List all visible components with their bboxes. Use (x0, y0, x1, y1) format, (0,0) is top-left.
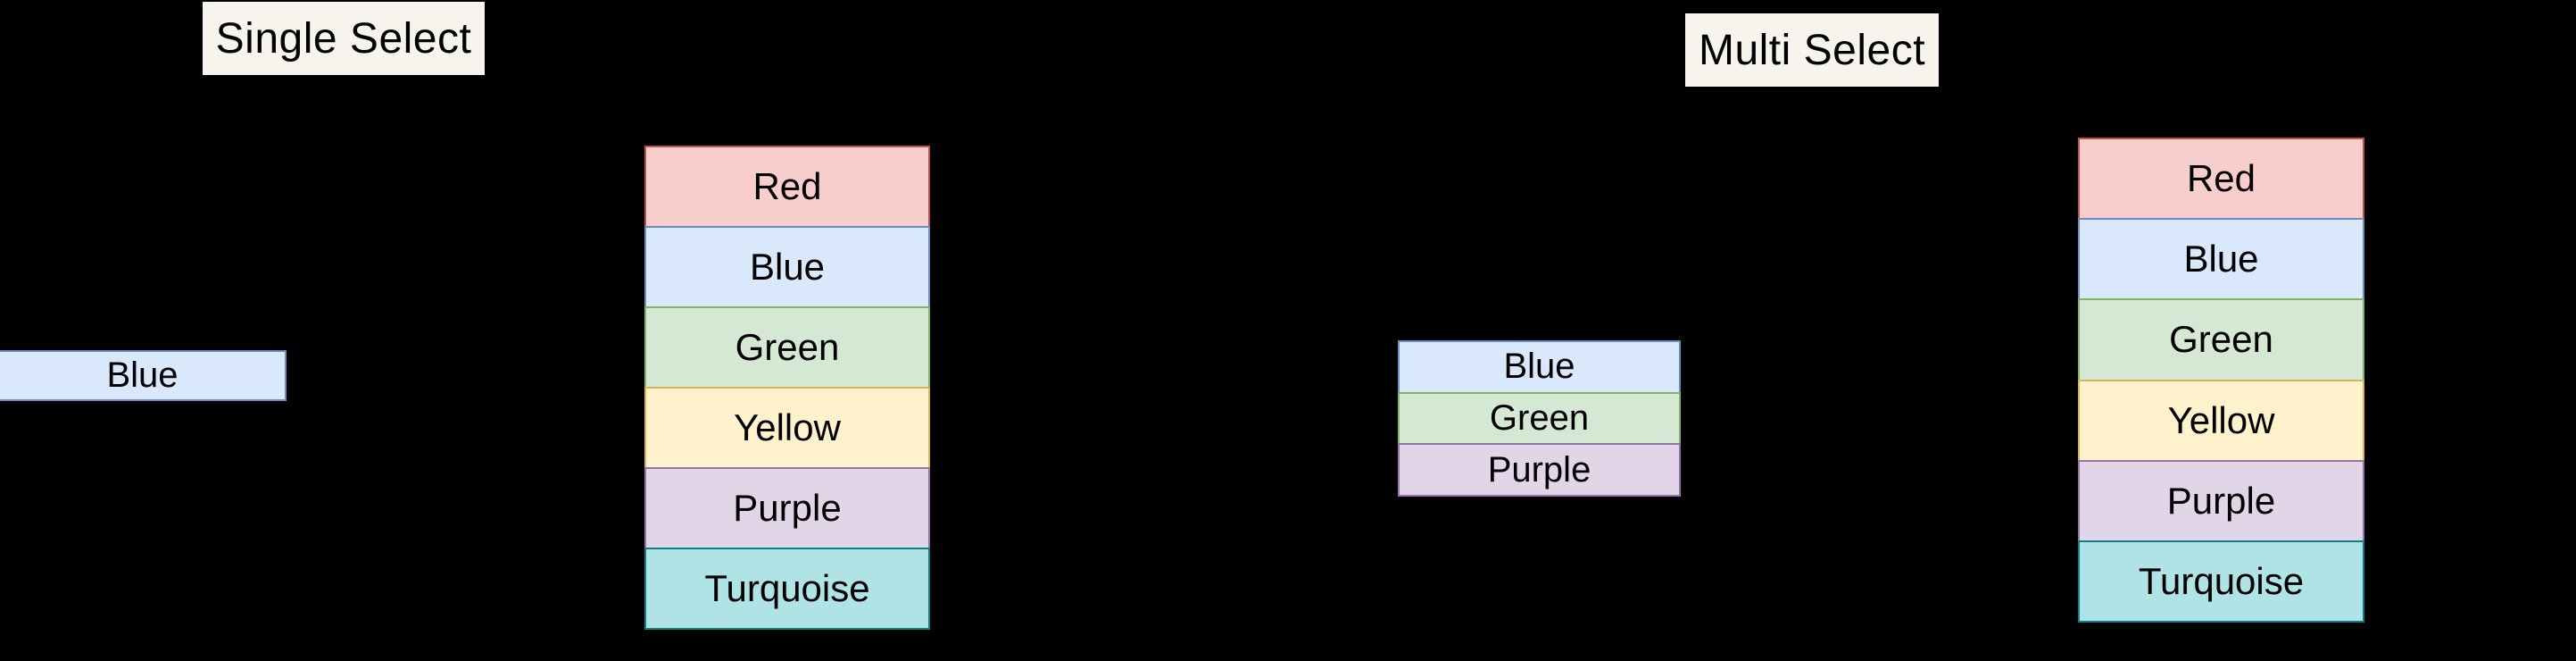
option-red[interactable]: Red (644, 146, 930, 228)
multi-select-title: Multi Select (1685, 13, 1939, 87)
option-yellow[interactable]: Yellow (2078, 379, 2364, 462)
option-blue[interactable]: Blue (644, 226, 930, 308)
option-turquoise[interactable]: Turquoise (644, 548, 930, 630)
single-select-title: Single Select (203, 2, 485, 75)
option-green[interactable]: Green (2078, 298, 2364, 381)
option-red[interactable]: Red (2078, 138, 2364, 221)
single-select-selected-value[interactable]: Blue (0, 350, 287, 401)
selected-chip-green[interactable]: Green (1398, 391, 1681, 446)
option-blue[interactable]: Blue (2078, 218, 2364, 301)
multi-select-options-list: Red Blue Green Yellow Purple Turquoise (2078, 138, 2364, 623)
option-turquoise[interactable]: Turquoise (2078, 540, 2364, 623)
option-purple[interactable]: Purple (644, 467, 930, 549)
single-select-options-list: Red Blue Green Yellow Purple Turquoise (644, 146, 930, 630)
option-green[interactable]: Green (644, 306, 930, 389)
multi-select-selected-stack: Blue Green Purple (1398, 340, 1681, 498)
option-yellow[interactable]: Yellow (644, 387, 930, 469)
selected-chip-blue[interactable]: Blue (1398, 340, 1681, 394)
option-purple[interactable]: Purple (2078, 459, 2364, 542)
selected-chip-purple[interactable]: Purple (1398, 443, 1681, 498)
